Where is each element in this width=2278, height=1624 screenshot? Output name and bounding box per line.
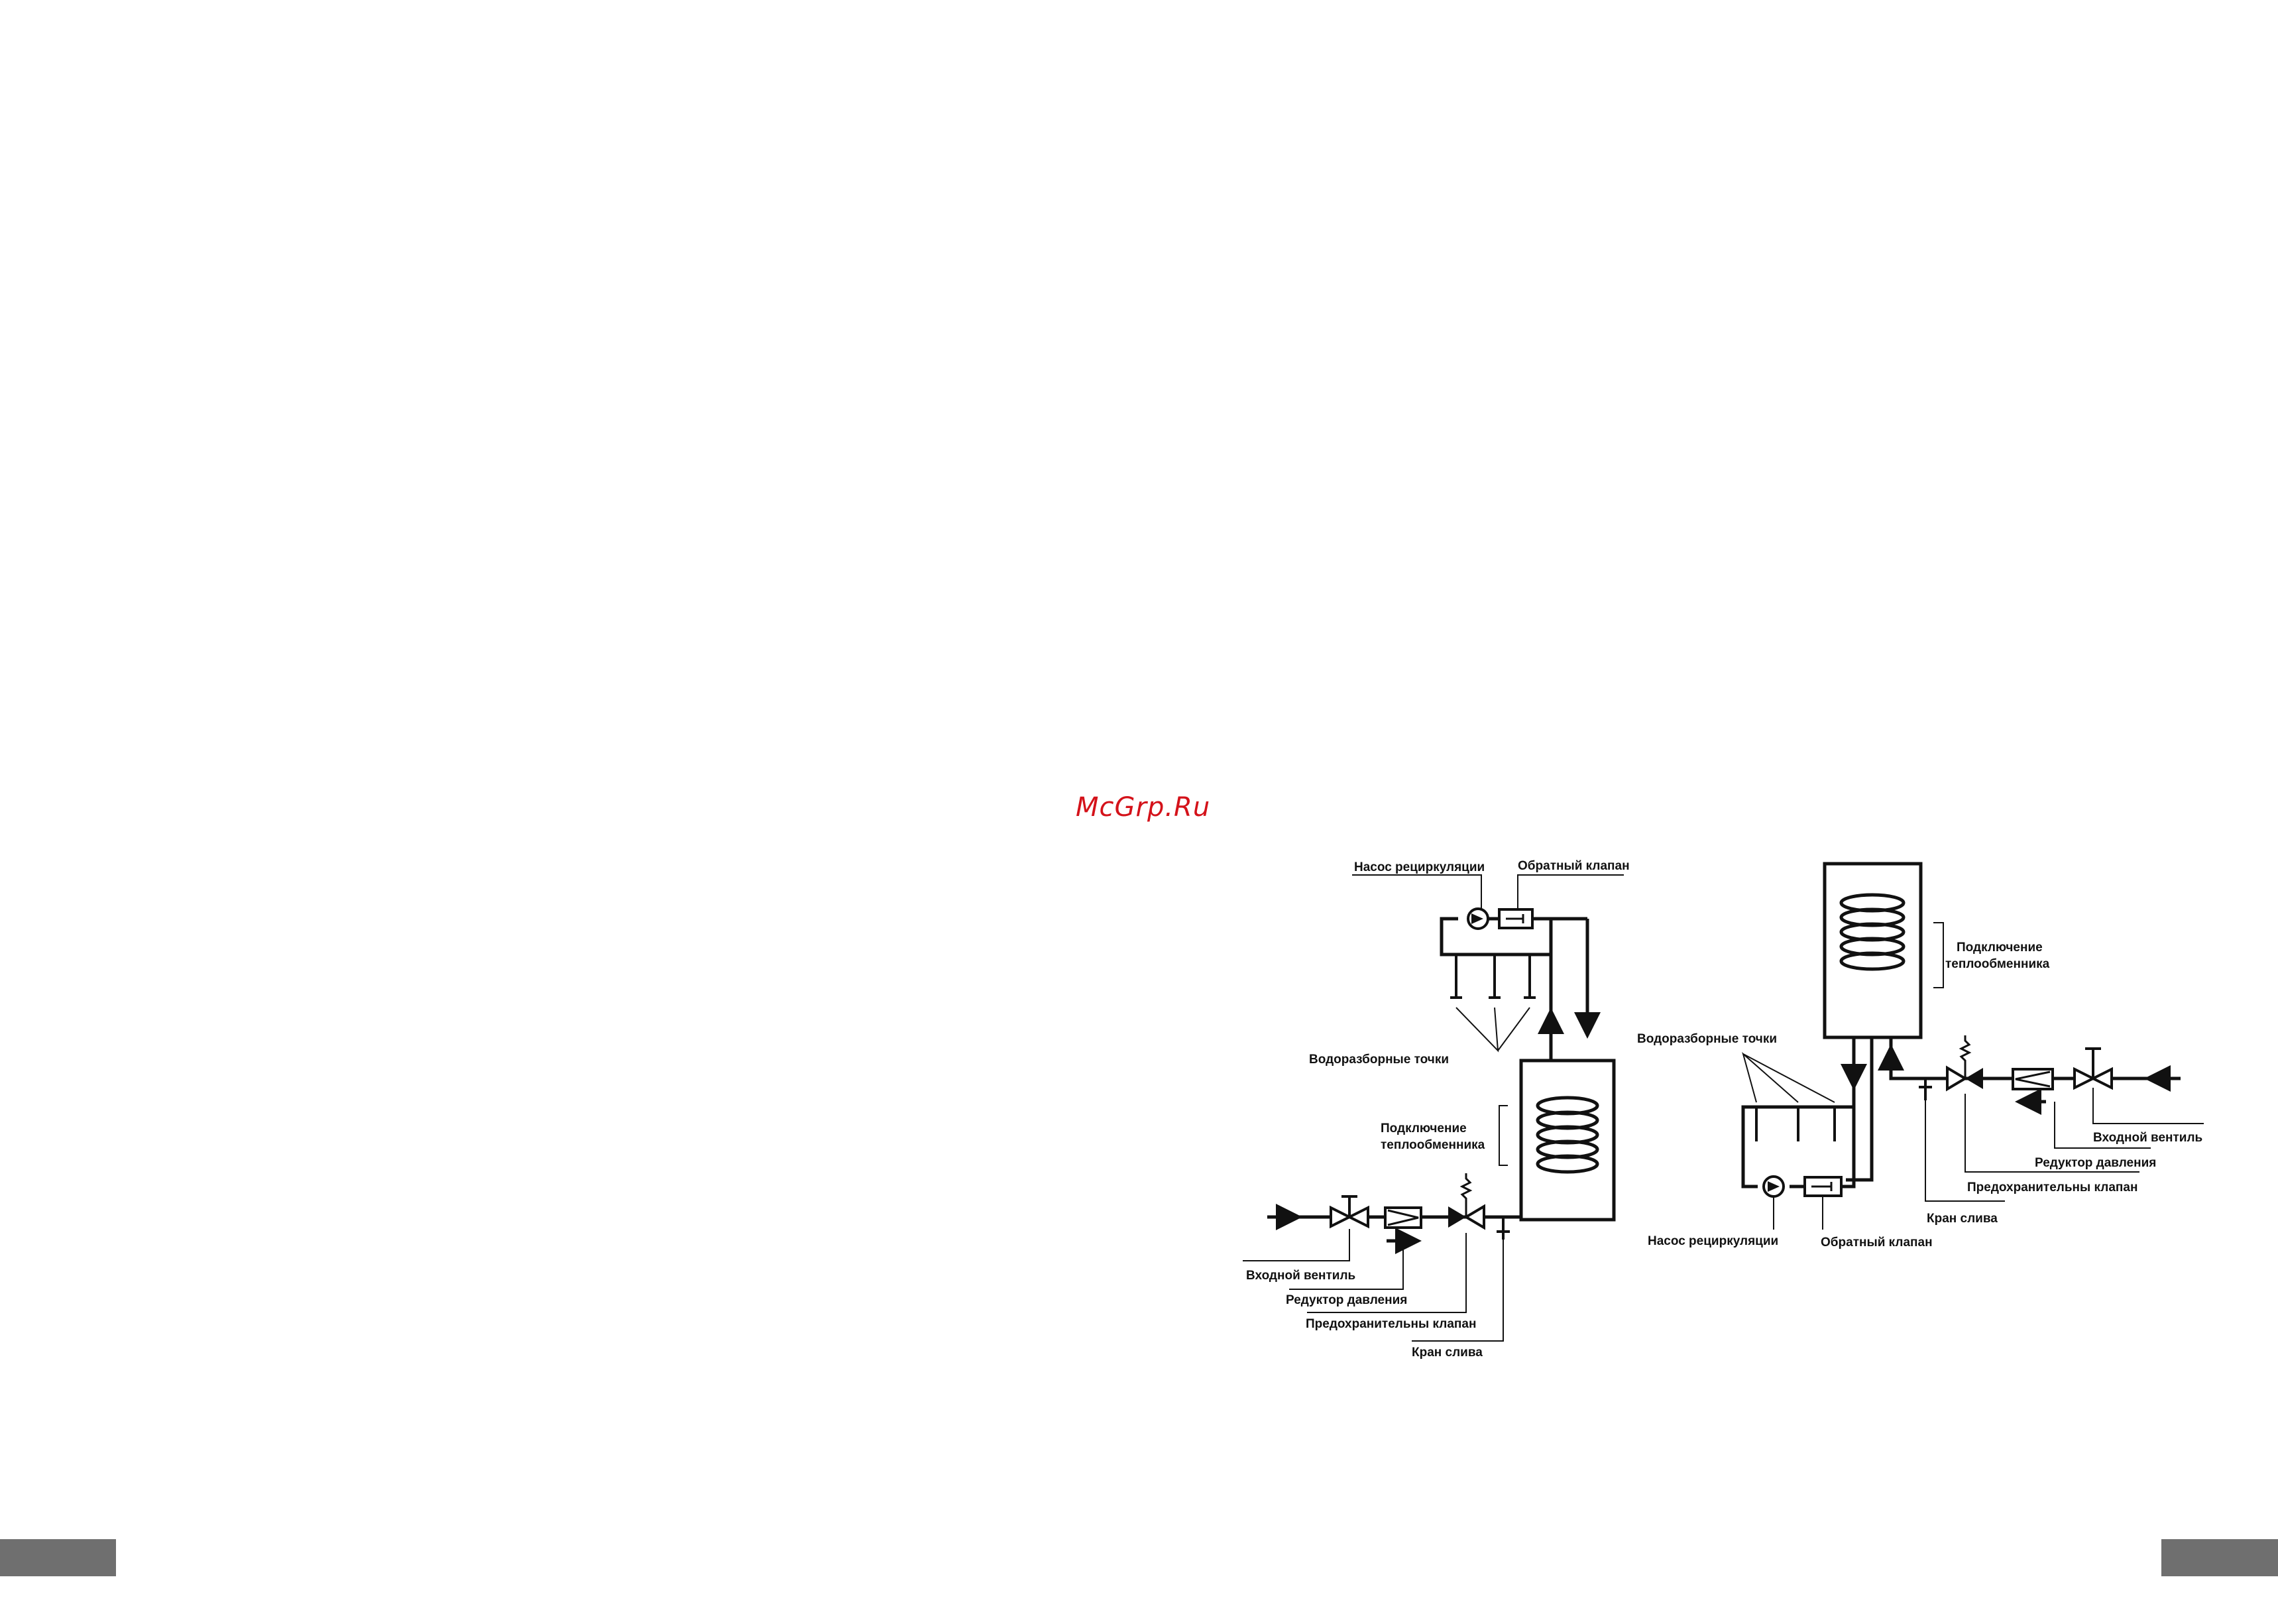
tank [1823,862,1923,1039]
label-pressure-reducer: Редуктор давления [2035,1156,2156,1170]
label-pump: Насос рециркуляции [1354,860,1485,874]
label-pressure-reducer: Редуктор давления [1286,1293,1407,1307]
label-heat-exchanger-2: теплообменника [1381,1138,1485,1152]
diagram-left: Насос рециркуляции Обратный клапан Водор… [1243,859,1630,1360]
label-inlet-valve: Входной вентиль [1246,1269,1355,1283]
label-pump: Насос рециркуляции [1648,1234,1778,1248]
diagram-right: Подключение теплообменника Водоразборные… [1637,862,2204,1249]
coil [1839,893,1906,971]
safety-valve-icon [1448,1173,1485,1230]
label-drain-valve: Кран слива [1412,1346,1483,1360]
inlet-valve-icon [1330,1195,1369,1229]
tank [1519,1059,1616,1222]
draw-points [1450,955,1536,999]
inlet-valve-icon [2073,1047,2113,1090]
pressure-reducer-icon [2012,1068,2054,1090]
coil [1536,1096,1599,1174]
page-tab-right [2161,1539,2278,1576]
heat-exchanger-bracket [1933,922,1944,988]
watermark: McGrp.Ru [1076,792,1211,823]
label-safety-valve: Предохранительны клапан [1967,1181,2137,1194]
label-inlet-valve: Входной вентиль [2093,1131,2202,1145]
label-heat-exchanger-2: теплообменника [1945,957,2050,971]
label-heat-exchanger-1: Подключение [1957,941,2043,955]
label-check-valve: Обратный клапан [1821,1236,1933,1249]
heat-exchanger-bracket [1499,1105,1508,1166]
label-draw-points: Водоразборные точки [1637,1032,1777,1046]
label-check-valve: Обратный клапан [1518,859,1630,873]
label-draw-points: Водоразборные точки [1309,1053,1449,1067]
label-safety-valve: Предохранительны клапан [1306,1317,1476,1331]
drain-valve-icon [1919,1078,1932,1100]
page-tab-left [0,1539,116,1576]
draw-points [1750,1106,1841,1141]
pressure-reducer-icon [1384,1206,1422,1229]
label-heat-exchanger-1: Подключение [1381,1122,1467,1135]
safety-valve-icon [1946,1035,1983,1092]
label-drain-valve: Кран слива [1927,1212,1998,1226]
drain-valve-icon [1497,1217,1510,1240]
